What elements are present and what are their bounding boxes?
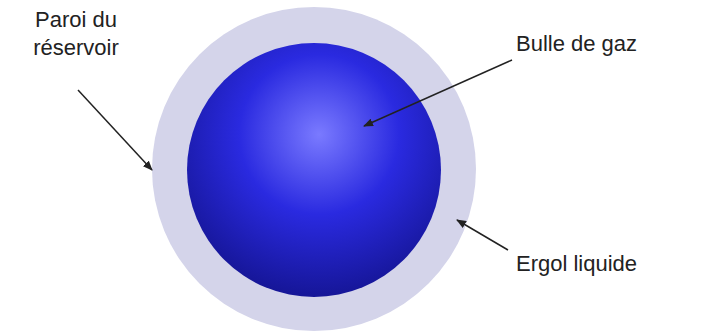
leader-line <box>457 220 508 250</box>
leader-line <box>364 60 512 126</box>
leader-line <box>78 90 152 170</box>
part-label: Paroi du réservoir <box>6 6 146 62</box>
gas-bubble <box>187 43 441 297</box>
part-label: Ergol liquide <box>516 250 696 278</box>
tank-wall <box>152 7 476 331</box>
part-label: Bulle de gaz <box>516 30 696 58</box>
